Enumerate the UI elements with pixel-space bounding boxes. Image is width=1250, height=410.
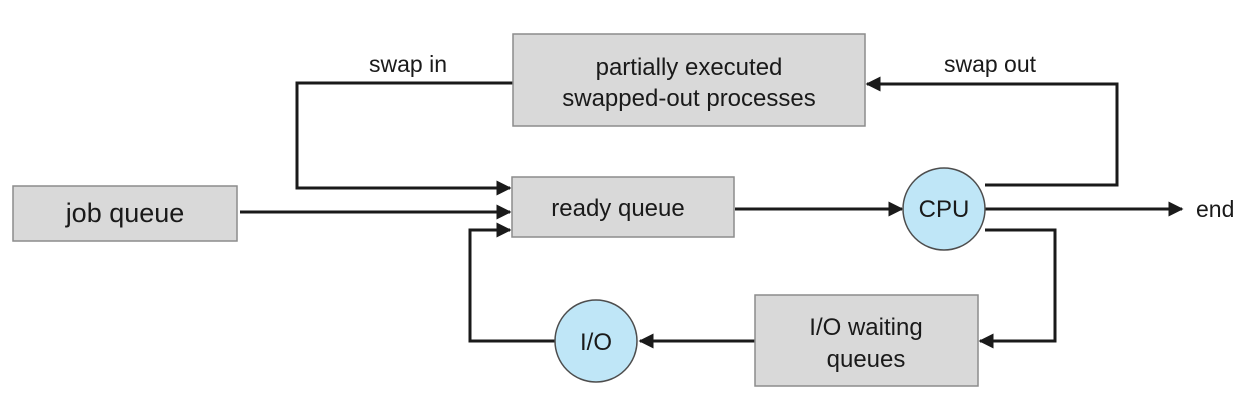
io-to-ready-arrow	[468, 222, 555, 343]
ready-queue-box: ready queue	[511, 176, 735, 238]
io-waiting-queues-box: I/O waiting queues	[754, 294, 979, 387]
cpu-circle: CPU	[902, 167, 986, 251]
job-queue-box: job queue	[12, 185, 238, 242]
ready-queue-label: ready queue	[551, 195, 684, 222]
swap-out-label: swap out	[944, 51, 1037, 77]
swap-in-arrow	[295, 81, 513, 196]
io-label: I/O	[580, 329, 612, 356]
swapped-out-label-line2: swapped-out processes	[562, 85, 815, 112]
swapped-out-label-line1: partially executed	[596, 54, 783, 81]
swapped-out-box: partially executed swapped-out processes	[512, 33, 866, 127]
end-label: end	[1196, 196, 1234, 222]
job-queue-label: job queue	[65, 198, 185, 228]
io-waiting-label-line2: queues	[827, 346, 906, 373]
swap-out-arrow	[865, 76, 1119, 187]
cpu-to-io-wait-arrow	[978, 228, 1057, 349]
io-circle: I/O	[554, 299, 638, 383]
swap-in-label: swap in	[369, 51, 447, 77]
cpu-label: CPU	[919, 196, 970, 223]
io-waiting-label-line1: I/O waiting	[809, 314, 922, 341]
